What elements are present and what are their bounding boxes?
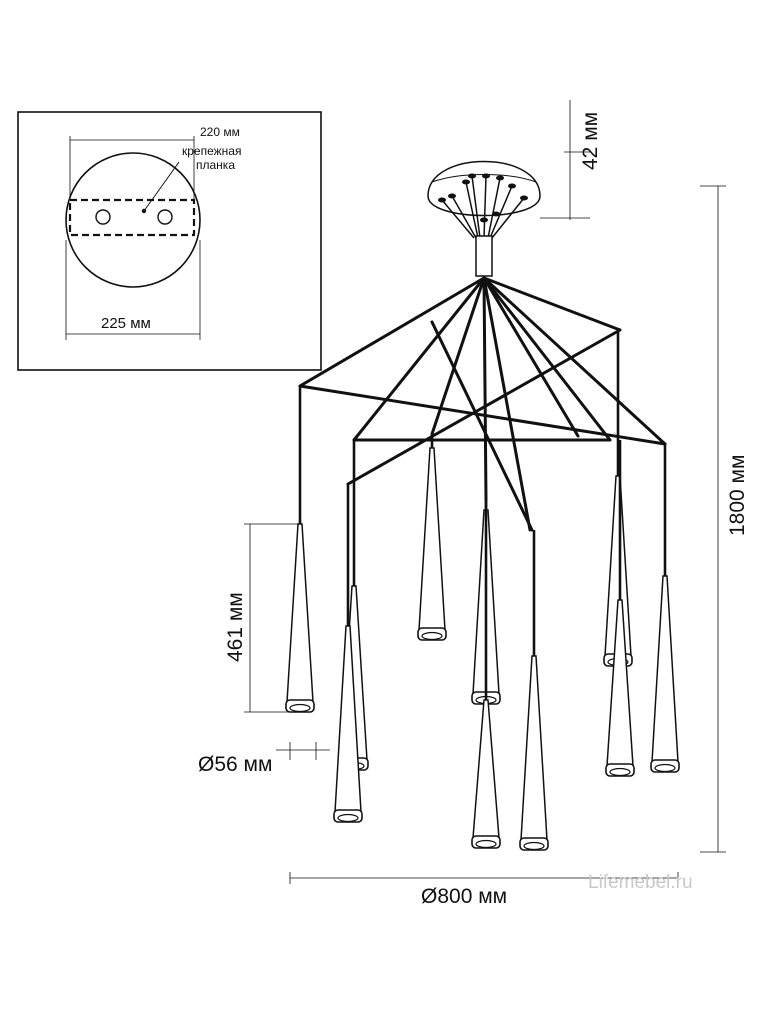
dim-220-label: 220 мм xyxy=(200,125,240,139)
pendants xyxy=(285,330,680,851)
ceiling-plate-circle xyxy=(65,152,201,288)
pendant-shade-opening xyxy=(337,813,359,823)
pendant-shade-rim xyxy=(605,763,635,777)
pendant-shade-opening xyxy=(421,631,443,641)
pendant-shade-opening xyxy=(523,841,545,851)
pendant-shade-opening xyxy=(475,839,497,849)
watermark: Lifemebel.ru xyxy=(588,872,693,893)
pendant-shade xyxy=(286,523,314,703)
pendant-shade xyxy=(472,699,500,839)
pendant-shade-rim xyxy=(417,627,447,641)
pendant-shade-rim xyxy=(333,809,363,823)
inset-frame xyxy=(17,111,322,371)
pendant-shade-rim xyxy=(471,835,501,849)
dim-shade-diameter-label: Ø56 мм xyxy=(198,753,272,776)
dim-total-height-label: 1800 мм xyxy=(726,455,749,536)
bracket-label-line1: крепежная xyxy=(182,144,241,158)
pendant-shade-rim xyxy=(285,699,315,713)
bracket-leader-line xyxy=(143,161,180,212)
pendant-shade-opening xyxy=(654,763,676,773)
dimension-lines xyxy=(244,100,726,884)
bracket-label-line2: планка xyxy=(196,158,235,172)
pendant-shade-rim xyxy=(519,837,549,851)
inset-panel: 220 мм крепежная планка 225 мм xyxy=(17,111,322,371)
dim-canopy-height-label: 42 мм xyxy=(579,112,602,170)
pendant-shade-opening xyxy=(289,703,311,713)
dim-total-diameter-label: Ø800 мм xyxy=(421,885,507,908)
ceiling-canopy xyxy=(427,160,541,277)
pendant-shade-rim xyxy=(650,759,680,773)
pendant-shade-opening xyxy=(609,767,631,777)
pendant-shade xyxy=(651,575,679,763)
canopy-stem xyxy=(475,235,493,277)
dim-shade-length-label: 461 мм xyxy=(224,592,247,662)
dim-225-label: 225 мм xyxy=(101,315,151,332)
mounting-bracket-outline xyxy=(68,198,196,237)
pendant-shade xyxy=(520,655,548,841)
arms xyxy=(298,276,667,532)
bracket-hole-right xyxy=(157,209,173,225)
pendant-shade xyxy=(418,447,446,631)
bracket-hole-left xyxy=(95,209,111,225)
